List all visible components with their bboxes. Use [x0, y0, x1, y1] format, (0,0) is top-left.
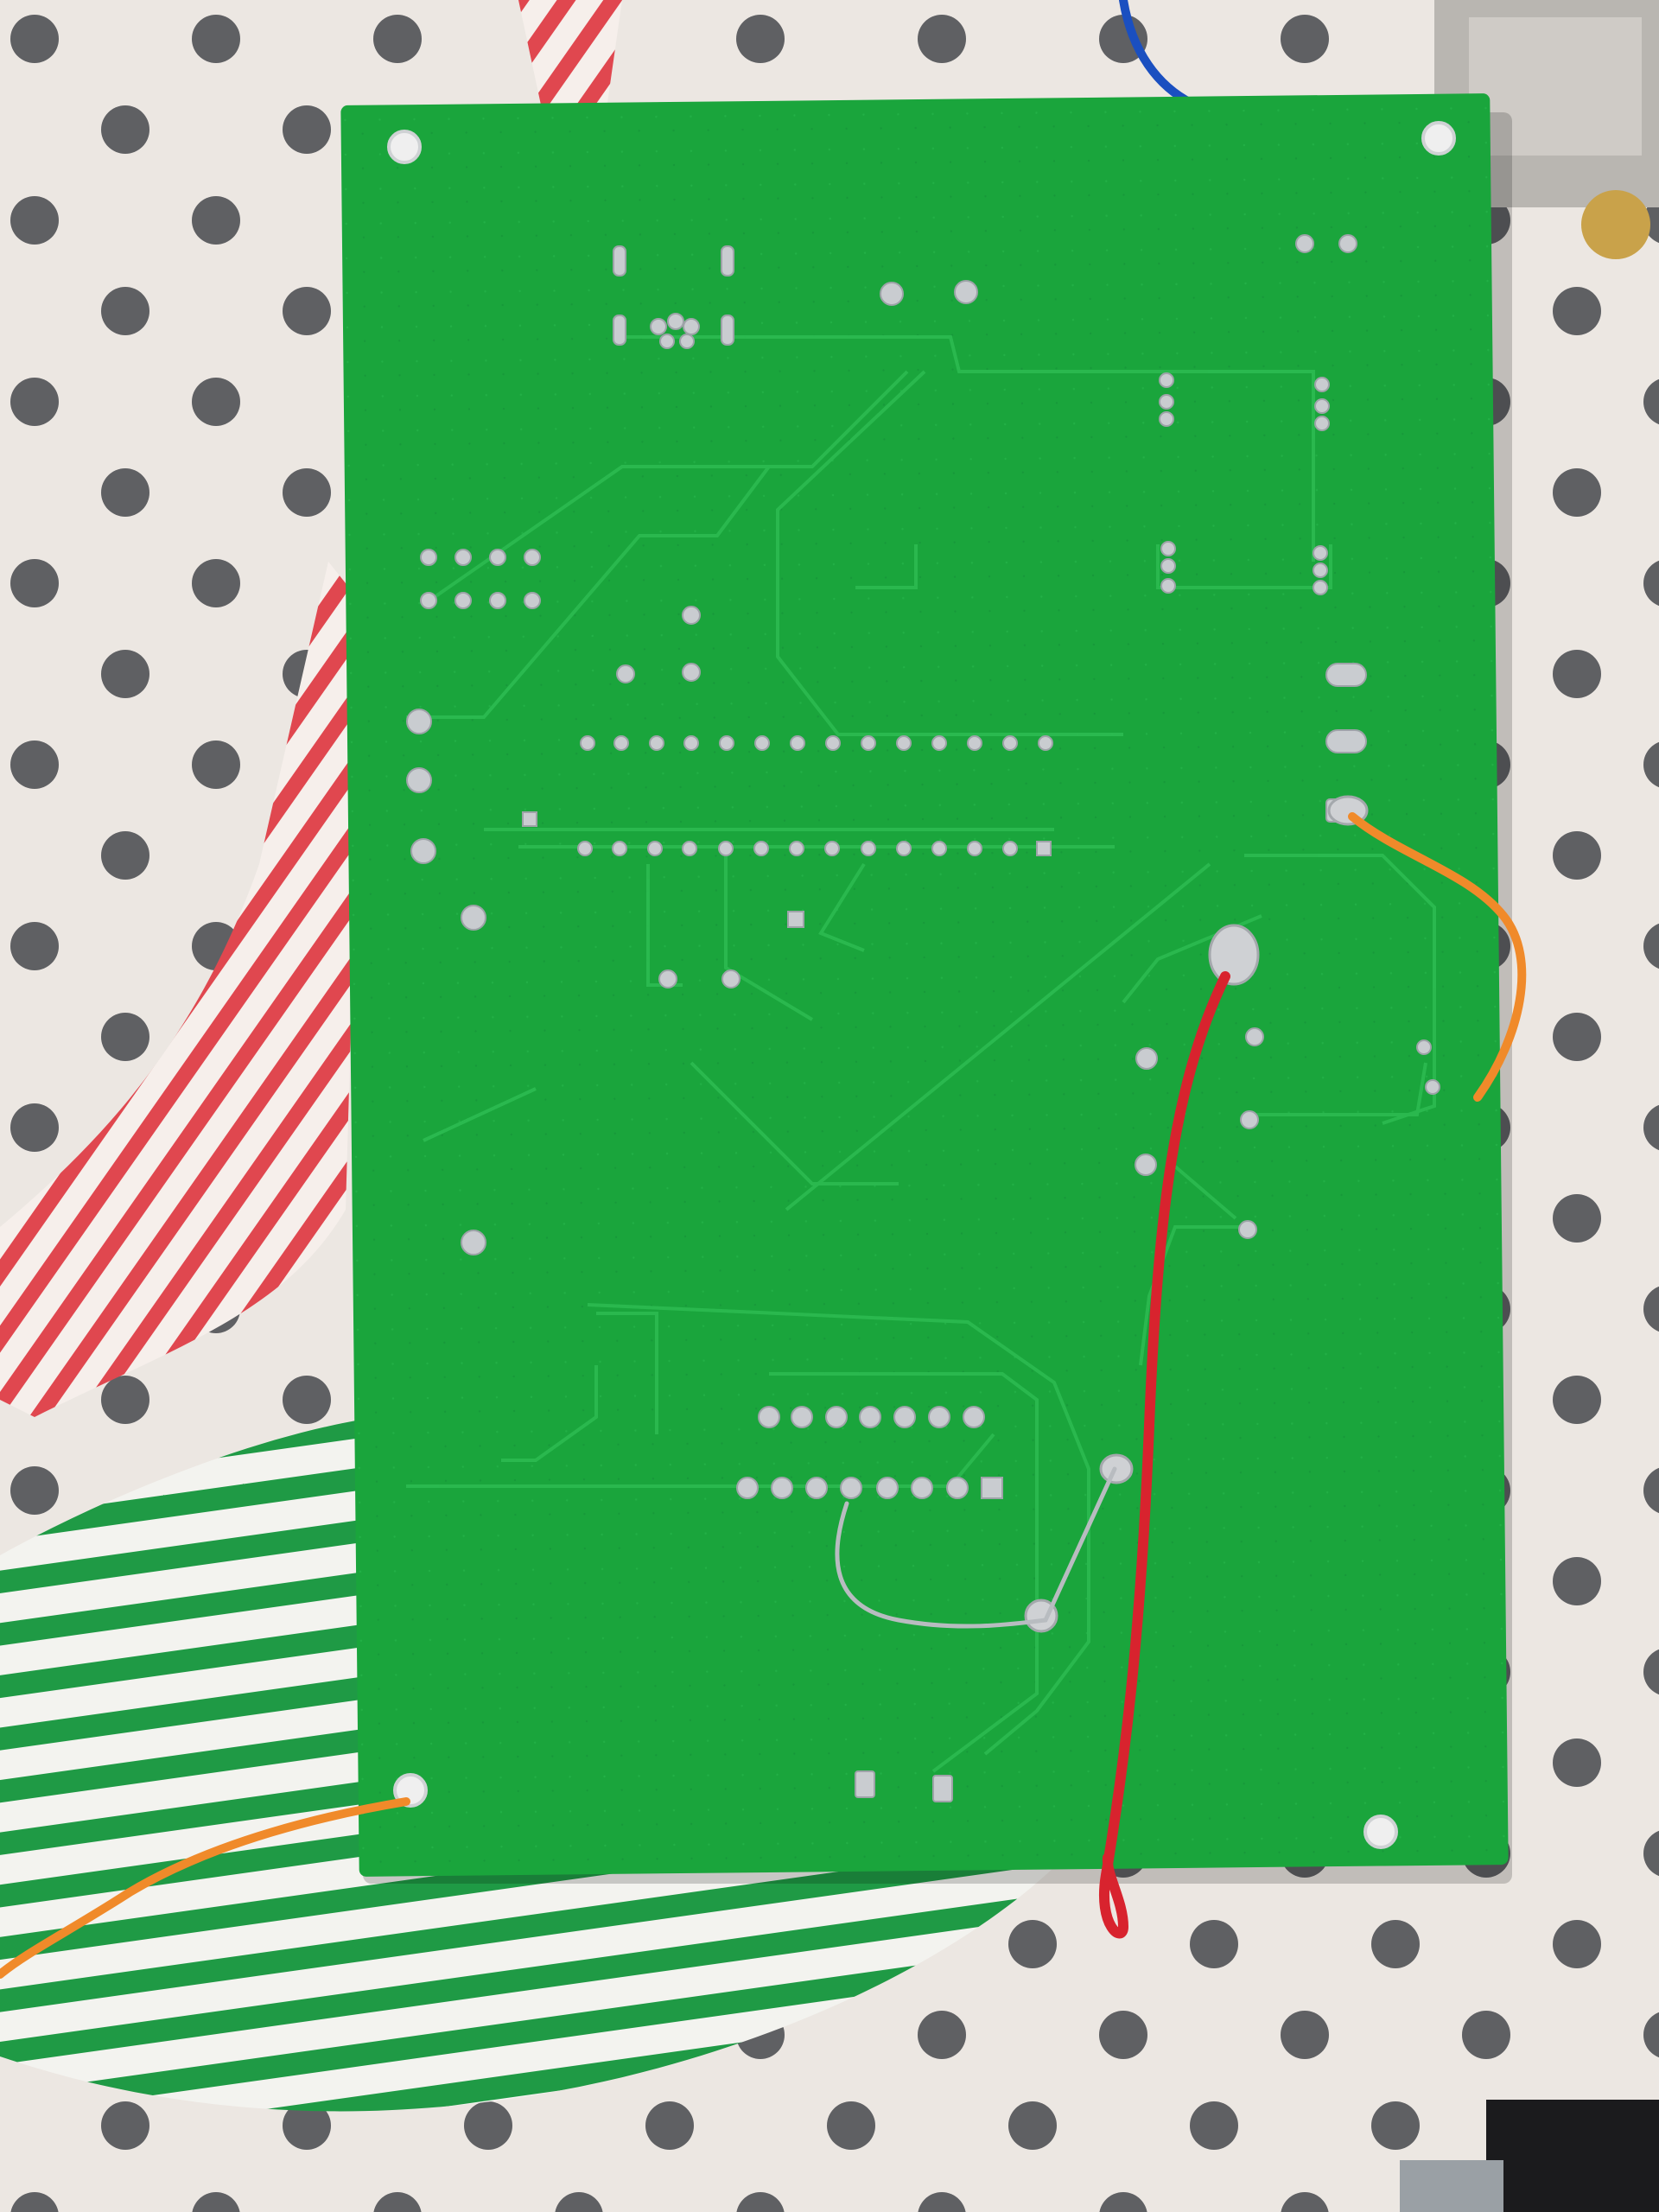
mount-hole-tr: [1421, 121, 1456, 156]
solder-pads: [406, 234, 1440, 1802]
orange-wire-right: [1348, 812, 1527, 1102]
usb-plug-metal: [1400, 2160, 1503, 2212]
red-striped-ribbon: [518, 0, 622, 121]
orange-wire-bottom-left: [0, 1797, 410, 1979]
pcb-board: [340, 93, 1509, 1877]
mount-hole-tl: [387, 130, 422, 164]
silver-jumper-wire: [835, 1466, 1117, 1629]
mount-hole-br: [1363, 1815, 1398, 1849]
red-wire: [1099, 971, 1230, 1939]
motor-gear: [1581, 190, 1650, 259]
red-striped-ribbon-left: [0, 562, 363, 1417]
metal-motor-face: [1469, 17, 1642, 156]
solder-blob-top: [1208, 924, 1260, 986]
usb-connector: [1486, 2100, 1659, 2212]
